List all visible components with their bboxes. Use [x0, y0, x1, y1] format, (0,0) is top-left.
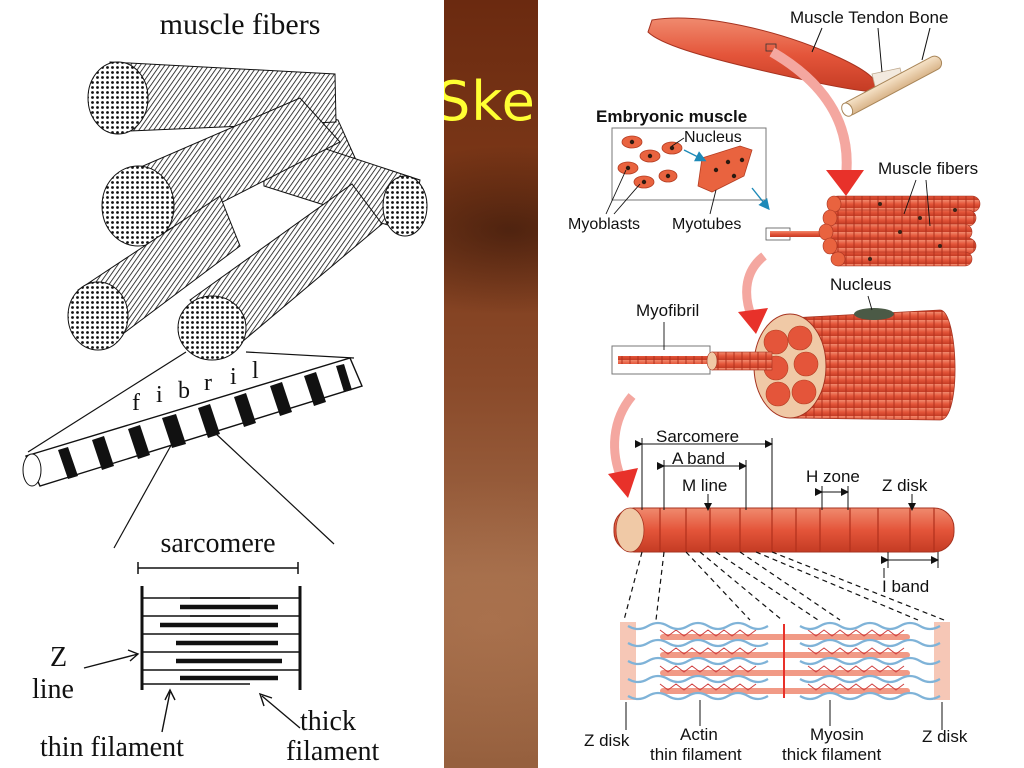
muscle-fiber-middle: [101, 97, 341, 247]
label-z-line: Z: [50, 642, 67, 673]
red-arrow: [742, 252, 767, 320]
label-thin-filament: thin filament: [40, 732, 184, 763]
label-nucleus: Nucleus: [830, 275, 891, 294]
red-arrow: [769, 47, 852, 177]
label-a-band: A band: [672, 449, 725, 468]
leader-lines-top: [811, 27, 931, 73]
muscle-fiber-bundle: [765, 195, 981, 267]
label-z-disk-left: Z disk: [584, 731, 630, 750]
fibril: [22, 357, 363, 487]
sarcomere-filaments: [140, 586, 302, 690]
blue-arrow: [683, 149, 707, 162]
red-arrow-head: [608, 468, 638, 498]
z-line-arrow: [83, 649, 140, 669]
label-muscle-tendon-bone: Muscle Tendon Bone: [790, 8, 948, 27]
label-sarcomere: Sarcomere: [656, 427, 739, 446]
projection-line: [245, 351, 355, 359]
label-z-disk-right: Z disk: [922, 727, 968, 746]
fibril-letter: f: [132, 390, 140, 416]
sarcomere-dimensions: [635, 438, 939, 578]
blue-arrow: [751, 187, 770, 211]
zoom-dashed-lines: [623, 551, 945, 621]
label-fibril: f i b r i l: [132, 358, 259, 416]
label-i-band: I band: [882, 577, 929, 596]
label-m-line: M line: [682, 476, 727, 495]
label-nucleus-embryonic: Nucleus: [684, 129, 742, 146]
label-z-line-2: line: [32, 674, 74, 705]
myotube: [697, 145, 753, 193]
fibril-letter: b: [178, 378, 190, 404]
label-thick-filament-2: filament: [286, 736, 380, 767]
projection-line: [113, 439, 175, 549]
leader-lines-embryonic: [605, 137, 717, 215]
thin-filament-arrow: [161, 688, 176, 733]
label-actin-thin-filament: thin filament: [650, 745, 742, 764]
label-myosin: Myosin: [810, 725, 864, 744]
muscle-fiber-lower-right: [177, 183, 383, 361]
left-diagram: muscle fibers: [22, 8, 428, 767]
myotube-nuclei: [713, 157, 745, 179]
muscle-tendon-bone-illustration: [647, 17, 943, 117]
projection-line: [213, 431, 335, 545]
leader-lines-fibers: [903, 179, 931, 227]
label-z-disk-top: Z disk: [882, 476, 928, 495]
label-muscle-fibers: Muscle fibers: [878, 159, 978, 178]
label-h-zone: H zone: [806, 467, 860, 486]
projection-line: [27, 351, 187, 453]
red-arrow-head: [738, 308, 768, 334]
red-arrow: [610, 393, 636, 482]
label-myosin-thick-filament: thick filament: [782, 745, 881, 764]
sarcomere-filament-detail: [620, 621, 950, 701]
single-muscle-fiber: [611, 308, 956, 421]
fibril-letter: i: [230, 364, 237, 390]
myoblast-nuclei: [625, 139, 675, 185]
leader-lines-bottom: [625, 700, 943, 730]
thick-filament-arrow: [258, 692, 301, 729]
label-muscle-fibers: muscle fibers: [160, 8, 321, 41]
myofibril-bar: [613, 507, 955, 553]
left-diagram-panel: [0, 0, 444, 768]
leader-lines-myofibril: [663, 295, 873, 350]
label-myotubes: Myotubes: [672, 216, 741, 233]
sarcomere-bracket: [137, 562, 299, 574]
label-thick-filament: thick: [300, 706, 356, 737]
fibril-letter: l: [252, 358, 259, 384]
label-embryonic-muscle: Embryonic muscle: [596, 107, 747, 126]
fibril-letter: r: [204, 370, 212, 396]
label-myoblasts: Myoblasts: [568, 216, 640, 233]
fibril-letter: i: [156, 382, 163, 408]
red-arrow-head: [826, 170, 864, 196]
label-myofibril: Myofibril: [636, 301, 699, 320]
muscle-fiber-lower-left: [67, 195, 241, 351]
label-sarcomere: sarcomere: [160, 528, 275, 559]
slide-title-fragment: Skel: [436, 70, 552, 133]
label-actin: Actin: [680, 725, 718, 744]
